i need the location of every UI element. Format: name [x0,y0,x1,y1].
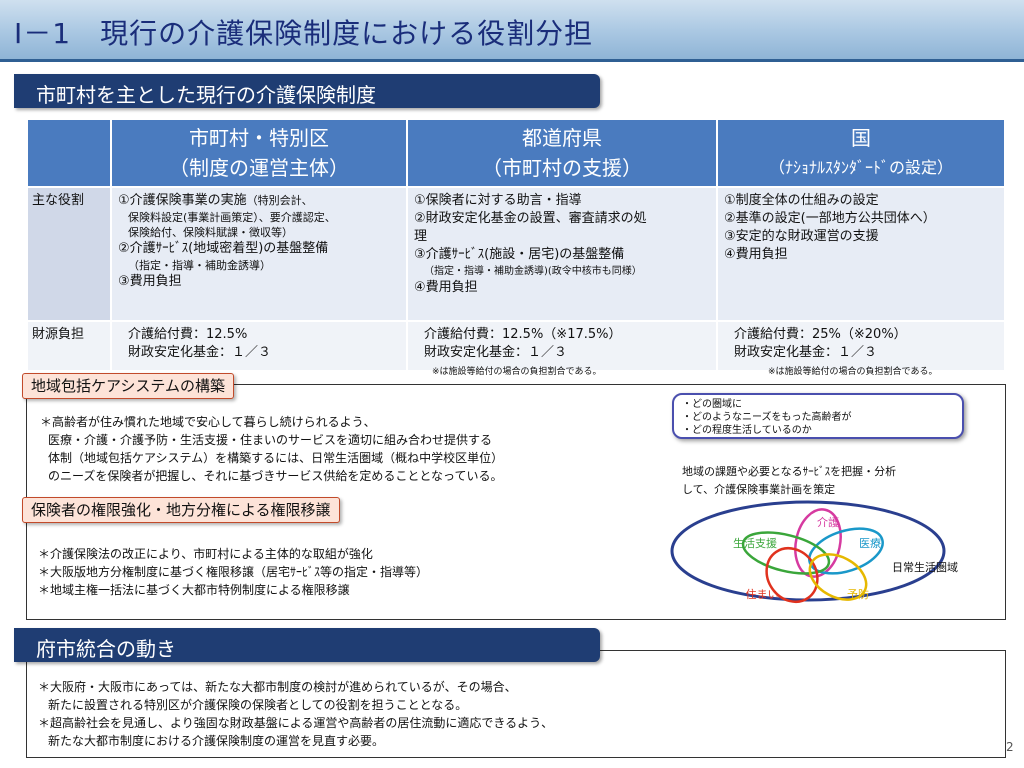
funding-note-prefecture: ※は施設等給付の場合の負担割合である。 [432,367,602,377]
label-daily-life-area: 日常生活圏域 [892,560,958,574]
cell-text: 保険給付、保険料賦課・徴収等） [128,226,293,239]
cell-text: （指定・指導・補助金誘導） [128,259,271,272]
header-prefecture: 都道府県 （市町村の支援） [406,118,718,188]
role-table: 市町村・特別区 （制度の運営主体） 都道府県 （市町村の支援） 国 （ﾅｼｮﾅﾙ… [26,118,1006,372]
authority-transfer-label: 保険者の権限強化・地方分権による権限移譲 [22,497,340,523]
cell-text: ①保険者に対する助言・指導 [414,193,582,208]
cell-text: 財政安定化基金：１／３ [424,345,568,360]
medical-loop [808,527,884,575]
funding-note-national: ※は施設等給付の場合の負担割合である。 [768,367,938,377]
section-heading-current-system: 市町村を主とした現行の介護保険制度 [14,74,600,108]
cell-text: 介護給付費：25%（※20%） [734,327,907,342]
cell-national-funding: 介護給付費：25%（※20%） 財政安定化基金：１／３ [716,320,1006,372]
cell-text: ③安定的な財政運営の支援 [724,229,879,244]
cell-text: 介護給付費：12.5% [128,327,248,342]
life-support-loop [741,531,831,575]
cell-text: 財政安定化基金：１／３ [128,345,272,360]
prevention-loop [808,553,868,601]
authority-line: ＊介護保険法の改正により、市町村による主体的な取組が強化 [38,547,373,561]
cell-text: ③介護ｻｰﾋﾞｽ(施設・居宅)の基盤整備 [414,247,625,262]
label-medical: 医療 [859,536,881,550]
cell-text: ①介護保険事業の実施（特別会計、 [118,192,400,210]
cell-text: （指定・指導・補助金誘導)(政令中核市も同様） [424,266,642,277]
cell-national-roles: ①制度全体の仕組みの設定 ②基準の設定(一部地方公共団体へ） ③安定的な財政運営… [716,186,1006,322]
table-header-row: 市町村・特別区 （制度の運営主体） 都道府県 （市町村の支援） 国 （ﾅｼｮﾅﾙ… [26,118,1006,188]
header-prefecture-line1: 都道府県 [522,126,602,150]
community-care-line: ＊高齢者が住み慣れた地域で安心して暮らし続けられるよう、 [40,415,376,429]
header-national: 国 （ﾅｼｮﾅﾙｽﾀﾝﾀﾞｰﾄﾞの設定） [716,118,1006,188]
cell-text: ②基準の設定(一部地方公共団体へ） [724,211,936,226]
authority-line: ＊地域主権一括法に基づく大都市特例制度による権限移譲 [38,583,350,597]
integration-frame [26,650,1006,758]
integration-line: 新たに設置される特別区が介護保険の保険者としての役割を担うこととなる。 [48,698,468,712]
cell-text: ②介護ｻｰﾋﾞｽ(地域密着型)の基盤整備 [118,241,329,256]
cell-text: 財政安定化基金：１／３ [734,345,878,360]
callout-line: ・どの圏域に [682,399,742,410]
cell-text: 理 [414,229,428,244]
authority-line: ＊大阪版地方分権制度に基づく権限移譲（居宅ｻｰﾋﾞｽ等の指定・指導等） [38,565,429,579]
cell-prefecture-roles: ①保険者に対する助言・指導 ②財政安定化基金の設置、審査請求の処 理 ③介護ｻｰ… [406,186,718,322]
label-life-support: 生活支援 [733,536,777,550]
label-prevention: 予防 [847,587,869,601]
callout-line: ・どのようなニーズをもった高齢者が [682,412,852,423]
integration-line: ＊大阪府・大阪市にあっては、新たな大都市制度の検討が進められているが、その場合、 [38,680,517,694]
cell-text: ②財政安定化基金の設置、審査請求の処 [414,211,647,226]
cell-municipality-funding: 介護給付費：12.5% 財政安定化基金：１／３ [110,320,408,372]
analysis-text-line: 地域の課題や必要となるｻｰﾋﾞｽを把握・分析 [682,465,897,478]
table-row: 財源負担 介護給付費：12.5% 財政安定化基金：１／３ 介護給付費：12.5%… [26,320,1006,372]
cell-text: ③費用負担 [118,274,182,289]
community-care-line: 体制（地域包括ケアシステム）を構築するには、日常生活圏域（概ね中学校区単位） [48,451,504,465]
callout-line: ・どの程度生活しているのか [682,425,812,436]
section-heading-integration: 府市統合の動き [14,628,600,662]
title-band: Ⅰ－1 現行の介護保険制度における役割分担 [0,0,1024,62]
header-municipality: 市町村・特別区 （制度の運営主体） [110,118,408,188]
cell-text: 保険料設定(事業計画策定）、要介護認定、 [128,211,336,224]
cell-prefecture-funding: 介護給付費：12.5%（※17.5%） 財政安定化基金：１／３ [406,320,718,372]
community-care-line: のニーズを保険者が把握し、それに基づきサービス供給を定めることとなっている。 [48,469,503,483]
needs-callout: ・どの圏域に ・どのようなニーズをもった高齢者が ・どの程度生活しているのか [672,393,964,439]
cell-text: ①制度全体の仕組みの設定 [724,193,879,208]
row-label-funding: 財源負担 [26,320,112,372]
header-national-line2: （ﾅｼｮﾅﾙｽﾀﾝﾀﾞｰﾄﾞの設定） [768,158,953,177]
cell-text: ④費用負担 [724,247,788,262]
table-row: 主な役割 ①介護保険事業の実施（特別会計、 保険料設定(事業計画策定）、要介護認… [26,186,1006,322]
cell-municipality-roles: ①介護保険事業の実施（特別会計、 保険料設定(事業計画策定）、要介護認定、 保険… [110,186,408,322]
header-blank-cell [26,118,112,188]
header-municipality-line1: 市町村・特別区 [189,126,329,150]
label-care: 介護 [817,515,839,529]
header-prefecture-line2: （市町村の支援） [482,156,642,180]
page-number: 2 [1006,740,1014,754]
analysis-text-line: して、介護保険事業計画を策定 [682,483,836,496]
cell-text: ④費用負担 [414,280,478,295]
label-housing: 住まい [746,587,779,601]
cell-text-main: ①介護保険事業の実施 [118,193,247,208]
header-national-line1: 国 [851,126,871,150]
integration-line: ＊超高齢社会を見通し、より強固な財政基盤による運営や高齢者の居住流動に適応できる… [38,716,554,730]
daily-life-area-oval [670,500,946,602]
integration-line: 新たな大都市制度における介護保険制度の運営を見直す必要。 [48,734,385,748]
cell-text: 介護給付費：12.5%（※17.5%） [424,327,622,342]
community-care-diagram: 介護 医療 生活支援 住まい 予防 日常生活圏域 [670,500,958,604]
row-label-roles: 主な役割 [26,186,112,322]
community-care-line: 医療・介護・介護予防・生活支援・住まいのサービスを適切に組み合わせ提供する [48,433,493,447]
page-title: Ⅰ－1 現行の介護保険制度における役割分担 [14,17,594,50]
header-municipality-line2: （制度の運営主体） [169,156,349,180]
community-care-label: 地域包括ケアシステムの構築 [22,373,234,399]
cell-text-sub: （特別会計、 [246,194,313,207]
